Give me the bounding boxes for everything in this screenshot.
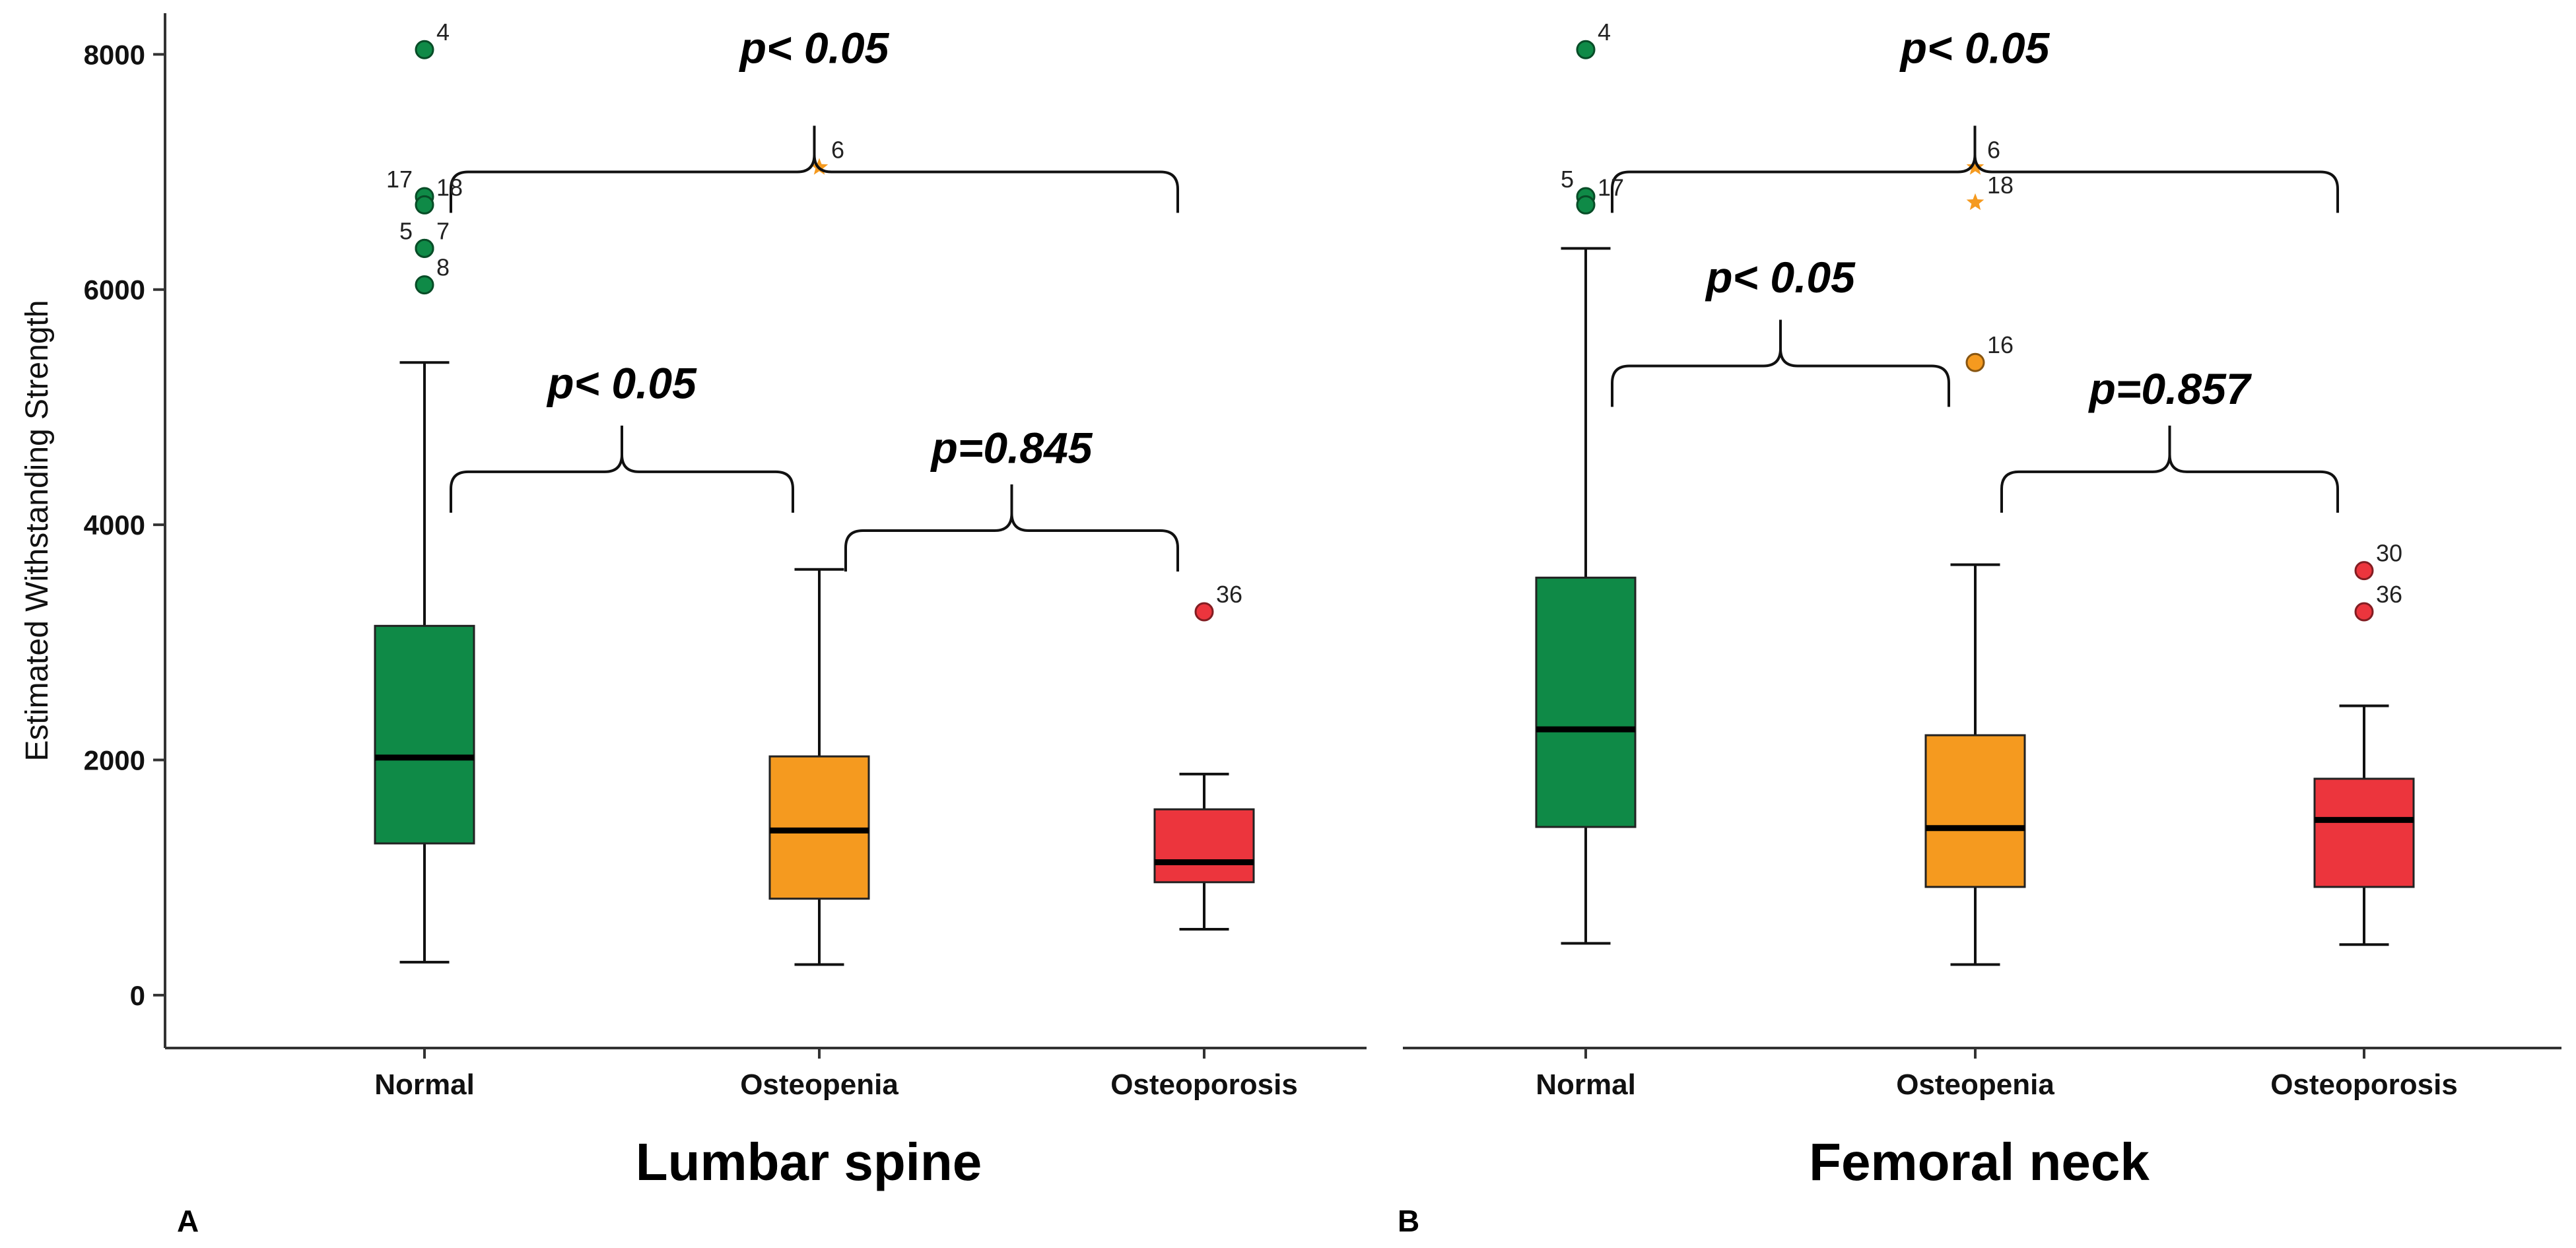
y-tick-label: 4000 (84, 509, 145, 541)
iqr-box (1153, 808, 1255, 884)
y-tick-label: 6000 (84, 275, 145, 306)
box-normal (374, 40, 475, 964)
outlier-label: 5 (399, 217, 413, 244)
p-value-annotation: p=0.845 (930, 423, 1093, 472)
p-value-annotation: p< 0.05 (546, 358, 697, 407)
outlier-label: 6 (1987, 136, 2000, 163)
box-osteoporosis (1153, 602, 1255, 931)
outlier-label: 4 (1598, 18, 1611, 46)
y-tick-label: 0 (130, 980, 145, 1011)
panel-title: Lumbar spine (636, 1133, 982, 1191)
comparison-bracket (844, 484, 1179, 572)
x-tick-label: Osteoporosis (2270, 1068, 2458, 1101)
x-tick-label: Osteoporosis (1110, 1068, 1298, 1101)
panel-letter: B (1398, 1204, 1419, 1238)
outlier-point (415, 195, 434, 214)
outlier-point (415, 275, 434, 295)
y-tick-label: 8000 (84, 39, 145, 70)
outlier-label: 17 (386, 166, 413, 193)
panel-title: Femoral neck (1809, 1133, 2150, 1191)
box-osteoporosis (2313, 561, 2415, 946)
iqr-box (374, 624, 475, 845)
x-tick-label: Normal (374, 1068, 475, 1101)
x-tick-label: Normal (1536, 1068, 1636, 1101)
comparison-bracket (450, 125, 1179, 213)
panel-b: Normal Osteopenia Osteoporosis p< 0.05 p< 0.… (1398, 18, 2561, 1238)
p-value-annotation: p< 0.05 (1705, 253, 1856, 302)
outlier-label: 5 (1561, 166, 1574, 193)
iqr-box (1535, 576, 1637, 828)
outlier-label: 17 (1598, 174, 1624, 201)
y-axis-label: Estimated Withstanding Strength (20, 300, 55, 761)
outlier-label: 18 (1987, 172, 2014, 199)
iqr-box (1924, 734, 2026, 888)
x-tick-label: Osteopenia (1896, 1068, 2054, 1101)
comparison-bracket (2000, 425, 2339, 513)
outlier-star (1966, 193, 1984, 211)
outlier-point (2354, 561, 2374, 581)
outlier-star (1966, 158, 1984, 175)
box-osteopenia (1924, 158, 2026, 966)
outlier-label: 8 (436, 254, 450, 281)
x-tick-label: Osteopenia (740, 1068, 898, 1101)
panel-letter: A (177, 1204, 199, 1238)
comparison-bracket (1611, 125, 2339, 213)
outlier-label: 30 (2376, 540, 2402, 567)
outlier-point (415, 238, 434, 258)
outlier-label: 6 (831, 136, 844, 163)
y-tick-label: 2000 (84, 744, 145, 775)
comparison-bracket (450, 425, 794, 513)
outlier-label: 36 (1216, 581, 1242, 608)
outlier-point (1576, 195, 1596, 214)
outlier-label: 18 (436, 174, 463, 201)
outlier-point (415, 40, 434, 59)
outlier-point (1965, 352, 1985, 372)
box-osteopenia (768, 158, 870, 966)
p-value-annotation: p< 0.05 (739, 23, 890, 72)
outlier-label: 7 (436, 217, 450, 244)
outlier-label: 36 (2376, 581, 2402, 608)
p-value-annotation: p< 0.05 (1899, 23, 2051, 72)
comparison-bracket (1611, 319, 1950, 407)
box-normal (1535, 40, 1637, 945)
outlier-point (1576, 40, 1596, 59)
outlier-point (2354, 602, 2374, 622)
p-value-annotation: p=0.857 (2087, 364, 2252, 413)
outlier-label: 16 (1987, 331, 2014, 358)
outlier-label: 4 (436, 18, 450, 46)
iqr-box (2313, 777, 2415, 888)
outlier-point (1194, 602, 1214, 622)
